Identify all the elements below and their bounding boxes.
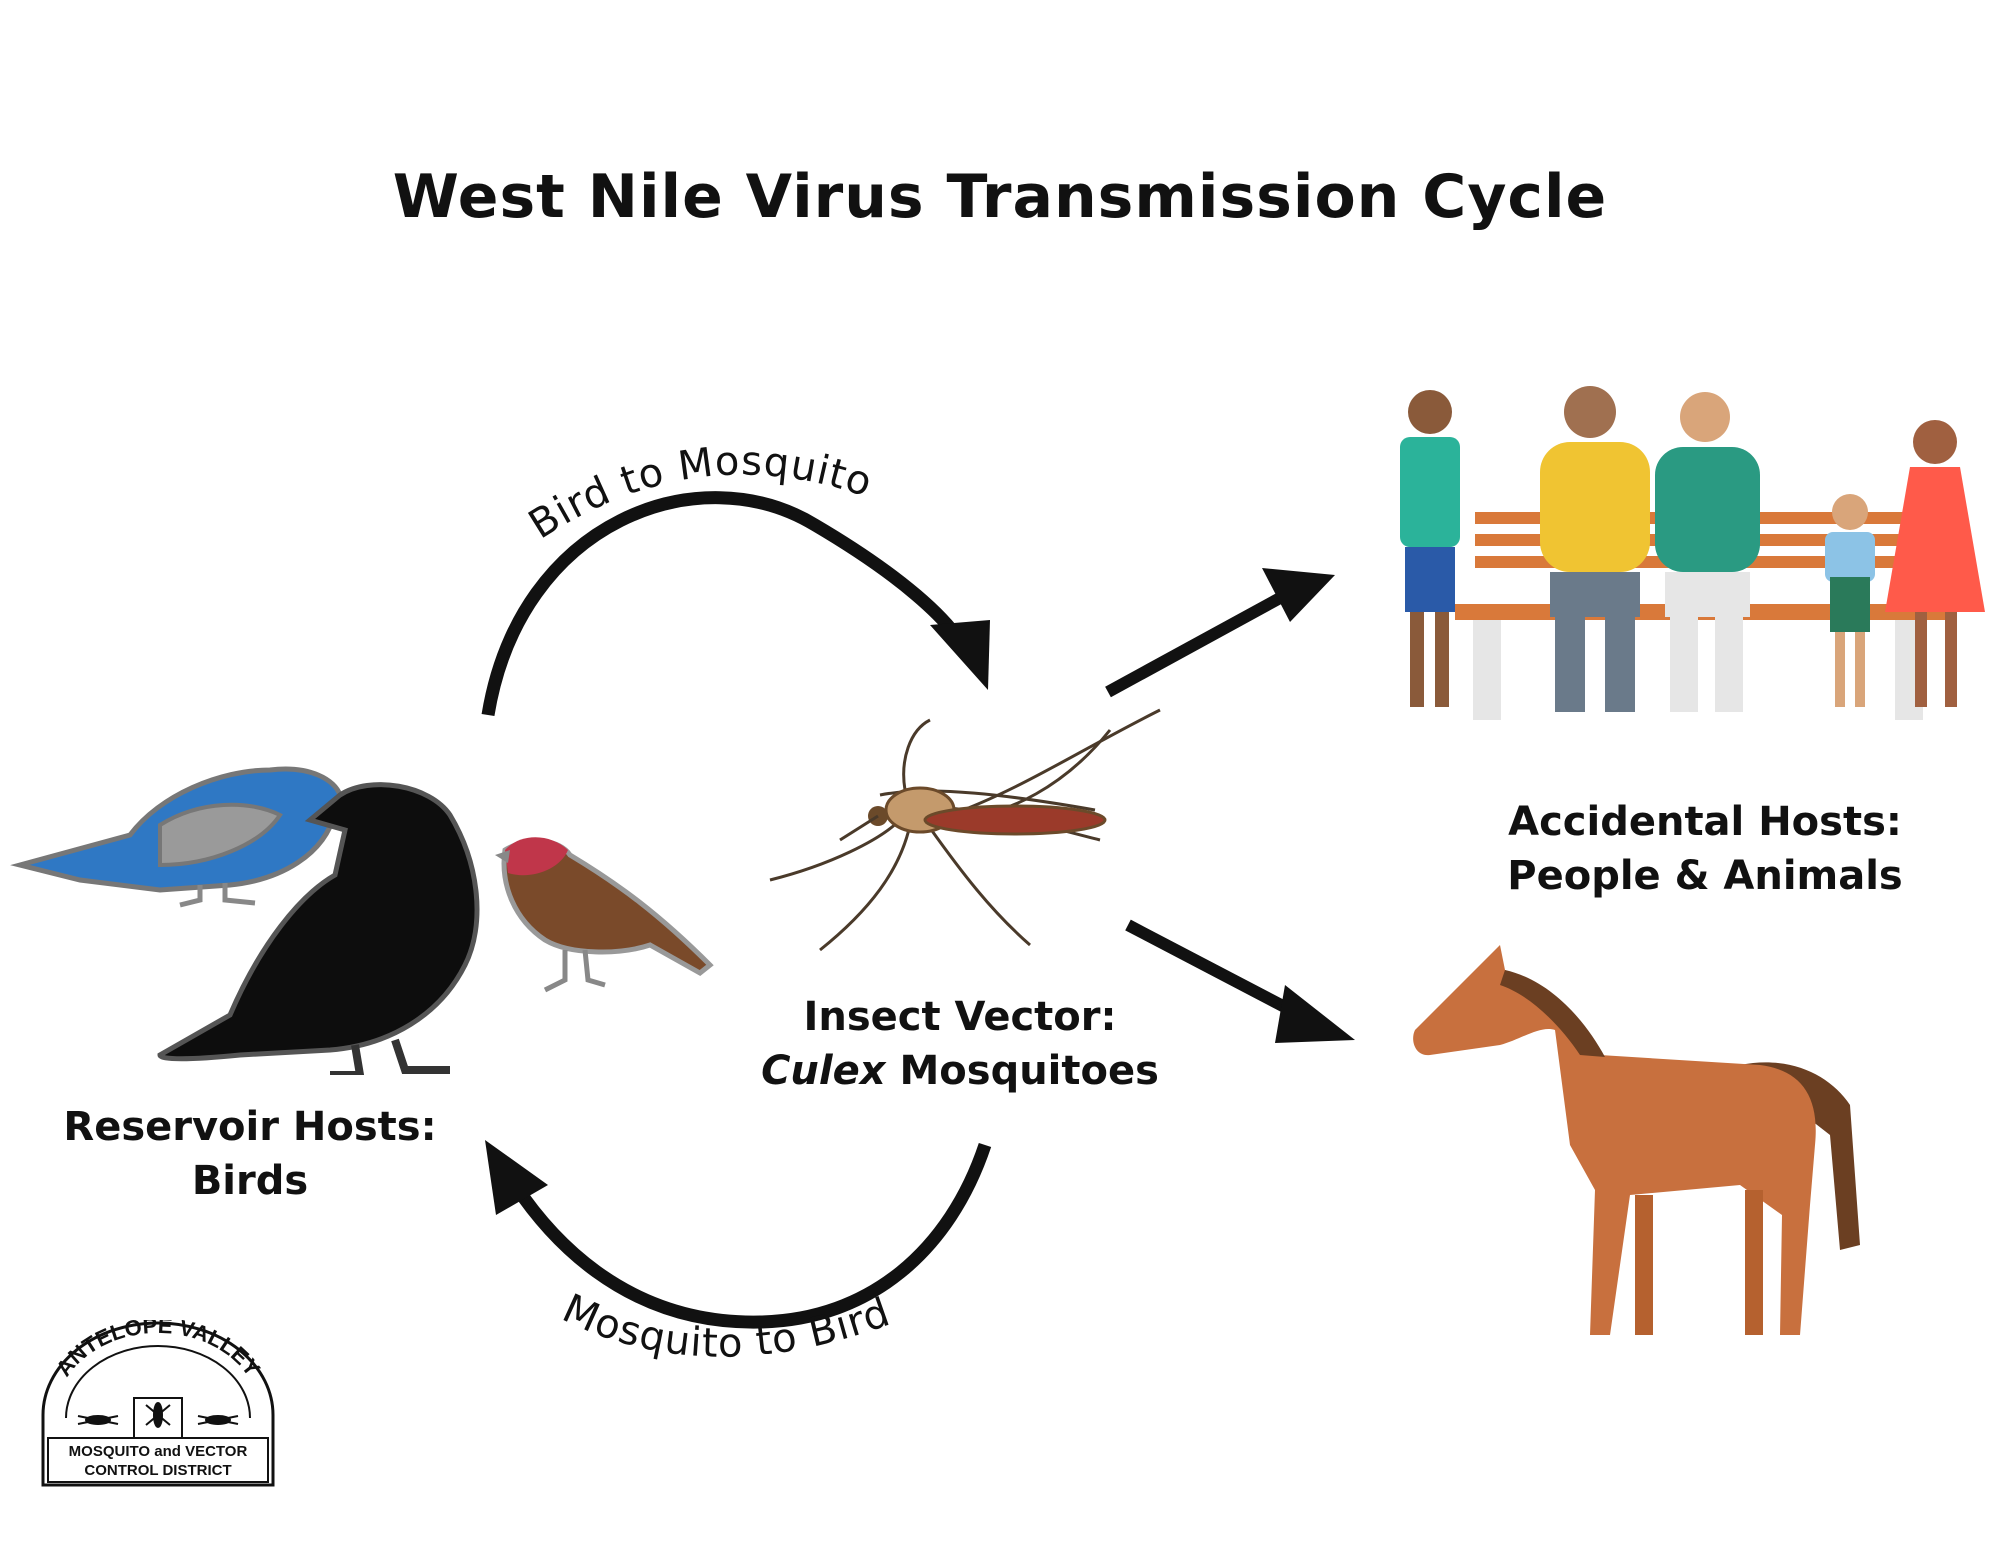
horse-icon xyxy=(1413,945,1860,1335)
accidental-hosts-line1: Accidental Hosts: xyxy=(1508,799,1902,845)
arrow-bird-to-mosquito xyxy=(481,491,971,717)
arrow-mosquito-to-bird xyxy=(509,1142,992,1329)
logo-line2: CONTROL DISTRICT xyxy=(84,1462,231,1479)
district-logo: ANTELOPE VALLEY MOSQUITO and VECTOR CONT… xyxy=(41,1320,275,1487)
insect-vector-line1: Insect Vector: xyxy=(803,994,1117,1040)
bluebird-icon xyxy=(10,766,367,908)
mosquitoes-text: Mosquitoes xyxy=(885,1048,1159,1094)
accidental-hosts-line2: People & Animals xyxy=(1507,853,1903,899)
accidental-hosts-label: Accidental Hosts: People & Animals xyxy=(1455,795,1955,903)
horse-illustration xyxy=(1413,945,1860,1335)
reservoir-hosts-line1: Reservoir Hosts: xyxy=(63,1104,437,1150)
finch-icon xyxy=(495,837,714,993)
arrow-head-to-people xyxy=(1262,568,1335,622)
culex-italic: Culex xyxy=(761,1048,886,1094)
reservoir-hosts-line2: Birds xyxy=(191,1158,309,1204)
arrow-to-people xyxy=(1105,592,1283,698)
crow-icon xyxy=(157,782,480,1075)
birds-illustration xyxy=(10,766,714,1075)
person-girl-icon xyxy=(1885,420,1985,707)
arrow-head-mosquito-to-bird xyxy=(485,1140,548,1215)
arrow-to-horse xyxy=(1125,919,1303,1021)
person-elderly-woman-icon xyxy=(1655,392,1760,712)
mosquito-illustration xyxy=(769,708,1161,952)
people-illustration xyxy=(1400,386,1985,720)
arrow-head-to-horse xyxy=(1275,985,1355,1043)
insect-vector-label: Insect Vector: Culex Mosquitoes xyxy=(730,990,1190,1098)
logo-line1: MOSQUITO and VECTOR xyxy=(69,1443,248,1460)
insect-vector-line2: Culex Mosquitoes xyxy=(730,1044,1190,1098)
person-boy-icon xyxy=(1400,390,1460,707)
reservoir-hosts-label: Reservoir Hosts: Birds xyxy=(30,1100,470,1208)
label-mosquito-to-bird: Mosquito to Bird xyxy=(556,1286,897,1367)
logo-mosquito-icon xyxy=(77,1402,239,1428)
arrow-head-bird-to-mosquito xyxy=(930,620,990,690)
person-small-child-icon xyxy=(1825,494,1875,707)
person-elderly-man-icon xyxy=(1540,386,1650,712)
diagram-title: West Nile Virus Transmission Cycle xyxy=(392,162,1608,232)
